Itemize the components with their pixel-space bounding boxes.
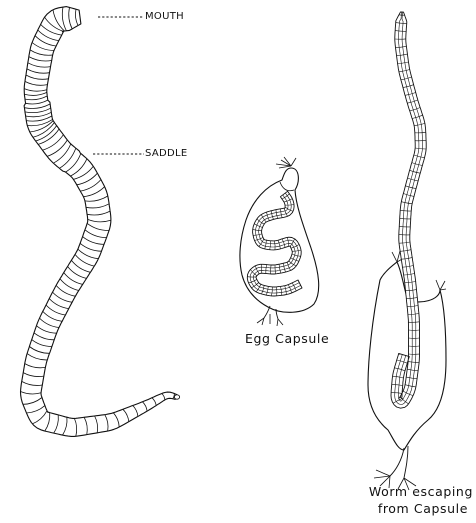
escaping-capsule — [368, 12, 446, 490]
mouth-label: MOUTH — [145, 12, 184, 22]
tuft-strand — [279, 166, 291, 168]
adult-earthworm — [21, 7, 180, 437]
tuft-strand — [278, 319, 283, 325]
tuft-strand — [284, 157, 291, 166]
escape-capsule-stalk — [390, 446, 408, 478]
tuft-strand — [436, 280, 440, 290]
tuft-strand — [392, 252, 397, 262]
saddle-label: SADDLE — [145, 149, 187, 159]
egg-capsule-caption: Egg Capsule — [245, 333, 329, 346]
worm-escaping-caption-line2: from Capsule — [378, 503, 468, 516]
capsule-bottom-tuft — [257, 314, 283, 326]
tuft-strand — [440, 281, 445, 290]
worm-escaping-caption-line1: Worm escaping — [369, 486, 473, 499]
egg-capsule — [240, 157, 319, 326]
tail-tip — [174, 395, 179, 399]
capsule-top-tuft — [276, 157, 296, 168]
root-strand — [374, 476, 390, 478]
tuft-strand — [277, 319, 278, 326]
label-leader-lines — [93, 17, 144, 154]
tuft-strand — [291, 158, 296, 166]
root-strand — [376, 470, 390, 476]
